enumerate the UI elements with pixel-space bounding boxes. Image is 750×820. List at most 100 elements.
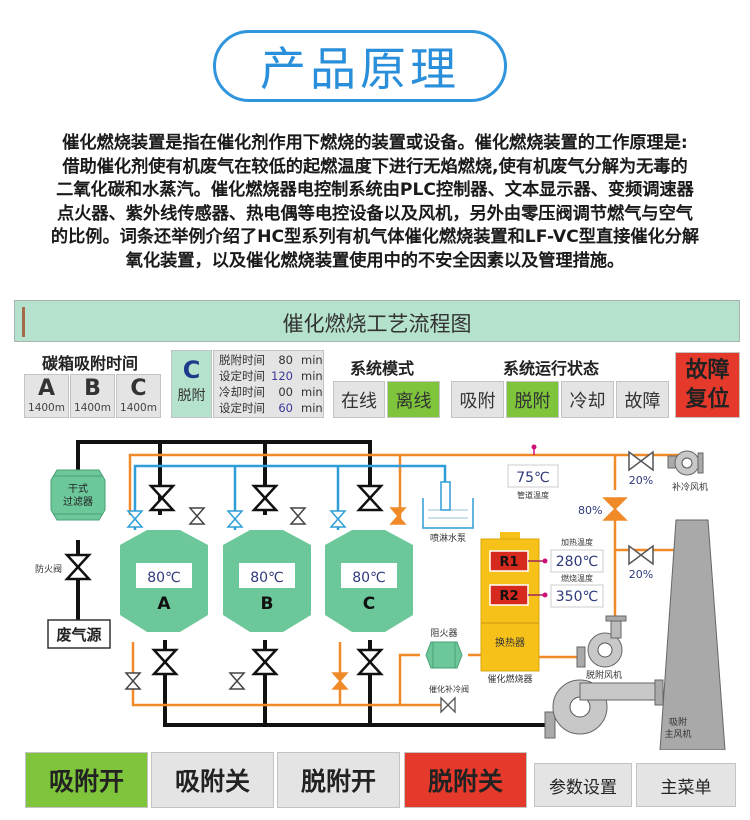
tank-temp: 80℃ (352, 570, 386, 586)
timer-unit: min (301, 385, 323, 399)
intro-line: 点火器、紫外线传感器、热电偶等电控设备以及风机，另外由零压阀调节燃气与空气 (57, 203, 693, 224)
desorb-fan[interactable]: 脱附风机 (576, 615, 627, 681)
status-adsorb-button[interactable]: 吸附 (451, 381, 504, 418)
tank-name: B (261, 594, 274, 614)
system-status-label: 系统运行状态 (503, 359, 600, 378)
timer-row: 冷却时间 00 min (214, 384, 323, 400)
burner-label: 催化燃烧器 (487, 673, 532, 685)
carbon-box-name: C (130, 376, 147, 401)
timer-value: 00 (278, 385, 293, 399)
burn-temp-display (550, 584, 604, 608)
cooling-fan[interactable]: 补冷风机 (667, 450, 708, 493)
pipe-temp-display (507, 464, 559, 488)
tank-b-spray-valve-icon[interactable] (227, 510, 243, 528)
tank-a-inlet-valve-icon[interactable] (149, 484, 175, 512)
tank-c-spray-valve-icon[interactable] (330, 510, 346, 528)
carbon-box-time: 1400m (28, 402, 65, 414)
dry-filter: 干式 过滤器 (50, 469, 106, 521)
hmi-title-bar: 催化燃烧工艺流程图 (14, 300, 740, 342)
intro-line: 二氧化碳和水蒸汽。催化燃烧器电控制系统由PLC控制器、文本显示器、变频调速器 (56, 180, 694, 200)
heat-temp-value: 280℃ (556, 554, 598, 570)
status-fault-button[interactable]: 故障 (616, 381, 669, 418)
temp-sensor-icon (531, 444, 537, 450)
stack-valve-icon[interactable] (628, 545, 654, 565)
tank-a-return-valve-icon[interactable] (125, 672, 141, 690)
main-menu-button[interactable]: 主菜单 (636, 763, 736, 807)
catalytic-burner[interactable]: R1 R2 换热器 (480, 532, 540, 672)
carbon-time-label: 碳箱吸附时间 (42, 354, 139, 373)
carbon-box-time: 1400m (120, 402, 157, 414)
adsorption-tank-c[interactable]: 80℃ C (325, 530, 413, 632)
bypass-valve-pct: 80% (578, 504, 602, 517)
spray-pump[interactable]: 喷淋水泵 (422, 481, 474, 544)
tank-c-inlet-valve-icon[interactable] (357, 484, 383, 512)
adsorb-on-button[interactable]: 吸附开 (25, 752, 148, 808)
catalytic-cool-valve-icon[interactable] (440, 696, 456, 714)
carbon-box-b[interactable]: B 1400m (70, 374, 115, 418)
heat-temp-display (550, 549, 604, 573)
burn-temp-value: 350℃ (556, 589, 598, 605)
filter-label-1: 干式 (68, 482, 88, 495)
main-bypass-valve-icon[interactable] (602, 497, 628, 521)
main-fan-label-2: 主风机 (664, 728, 691, 740)
tank-name: A (157, 594, 171, 614)
adsorption-tank-a[interactable]: 80℃ A (120, 530, 208, 632)
tank-temp: 80℃ (250, 570, 284, 586)
fire-valve-icon[interactable] (65, 553, 91, 581)
heater-r1-label: R1 (499, 555, 518, 570)
timer-value: 80 (278, 353, 293, 367)
section-title: 产品原理 (260, 42, 460, 96)
timer-unit: min (301, 369, 323, 383)
intro-line: 的比例。词条还举例介绍了HC型系列有机气体催化燃烧装置和LF-VC型直接催化分解 (50, 227, 700, 247)
tank-b-inlet-valve-icon[interactable] (252, 484, 278, 512)
heat-temp-label: 加热温度 (561, 537, 593, 547)
tank-c-return-valve-icon[interactable] (332, 672, 348, 690)
parameter-settings-button[interactable]: 参数设置 (534, 763, 632, 807)
tank-b-desorb-valve-icon[interactable] (290, 507, 306, 525)
title-accent (22, 307, 25, 337)
desorb-fan-label: 脱附风机 (586, 669, 622, 681)
mode-offline-button[interactable]: 离线 (387, 381, 440, 418)
tank-a-outlet-valve-icon[interactable] (152, 648, 178, 676)
main-adsorb-fan[interactable]: 吸附 主风机 (544, 679, 692, 740)
timer-unit: min (301, 353, 323, 367)
system-mode-label: 系统模式 (350, 359, 415, 378)
mode-online-button[interactable]: 在线 (333, 381, 385, 418)
timer-value[interactable]: 120 (271, 369, 293, 383)
flame-arrester-label: 阻火器 (430, 628, 457, 639)
pipe-temp-label: 管道温度 (517, 490, 549, 500)
intro-line: 借助催化剂使有机废气在较低的起燃温度下进行无焰燃烧,使有机废气分解为无毒的 (62, 156, 688, 177)
carbon-box-c[interactable]: C 1400m (116, 374, 161, 418)
fault-reset-button[interactable]: 故障 复位 (675, 352, 740, 418)
current-box-status: C 脱附 (171, 350, 212, 418)
carbon-box-a[interactable]: A 1400m (24, 374, 69, 418)
exchanger-label: 换热器 (495, 636, 525, 649)
tank-c-desorb-valve-icon[interactable] (390, 507, 406, 525)
cooling-fan-label: 补冷风机 (672, 481, 708, 493)
adsorption-tank-b[interactable]: 80℃ B (223, 530, 311, 632)
fire-valve-label: 防火阀 (35, 563, 62, 575)
hmi-title: 催化燃烧工艺流程图 (282, 312, 472, 336)
spray-pump-label: 喷淋水泵 (430, 532, 466, 544)
tank-c-outlet-valve-icon[interactable] (357, 648, 383, 676)
tank-b-outlet-valve-icon[interactable] (252, 648, 278, 676)
adsorb-off-button[interactable]: 吸附关 (151, 752, 274, 808)
pipe-temp-value: 75℃ (516, 470, 550, 486)
timer-row: 设定时间 60 min (214, 400, 323, 416)
status-desorb-button[interactable]: 脱附 (506, 381, 559, 418)
timer-unit: min (301, 401, 323, 415)
desorb-on-button[interactable]: 脱附开 (277, 752, 400, 808)
tank-a-desorb-valve-icon[interactable] (189, 507, 205, 525)
tank-temp: 80℃ (147, 570, 181, 586)
waste-gas-source-label: 废气源 (56, 626, 101, 644)
heater-r2-label: R2 (499, 589, 518, 604)
tank-a-spray-valve-icon[interactable] (127, 510, 143, 528)
status-cooling-button[interactable]: 冷却 (561, 381, 614, 418)
section-title-badge: 产品原理 (213, 30, 507, 102)
timer-value[interactable]: 60 (278, 401, 293, 415)
carbon-box-name: B (84, 376, 101, 401)
waste-gas-source (47, 619, 111, 649)
desorb-off-button[interactable]: 脱附关 (404, 752, 527, 808)
timer-readout: 脱附时间 80 min 设定时间 120 min 冷却时间 00 min 设定时… (213, 350, 324, 418)
tank-b-return-valve-icon[interactable] (229, 672, 245, 690)
